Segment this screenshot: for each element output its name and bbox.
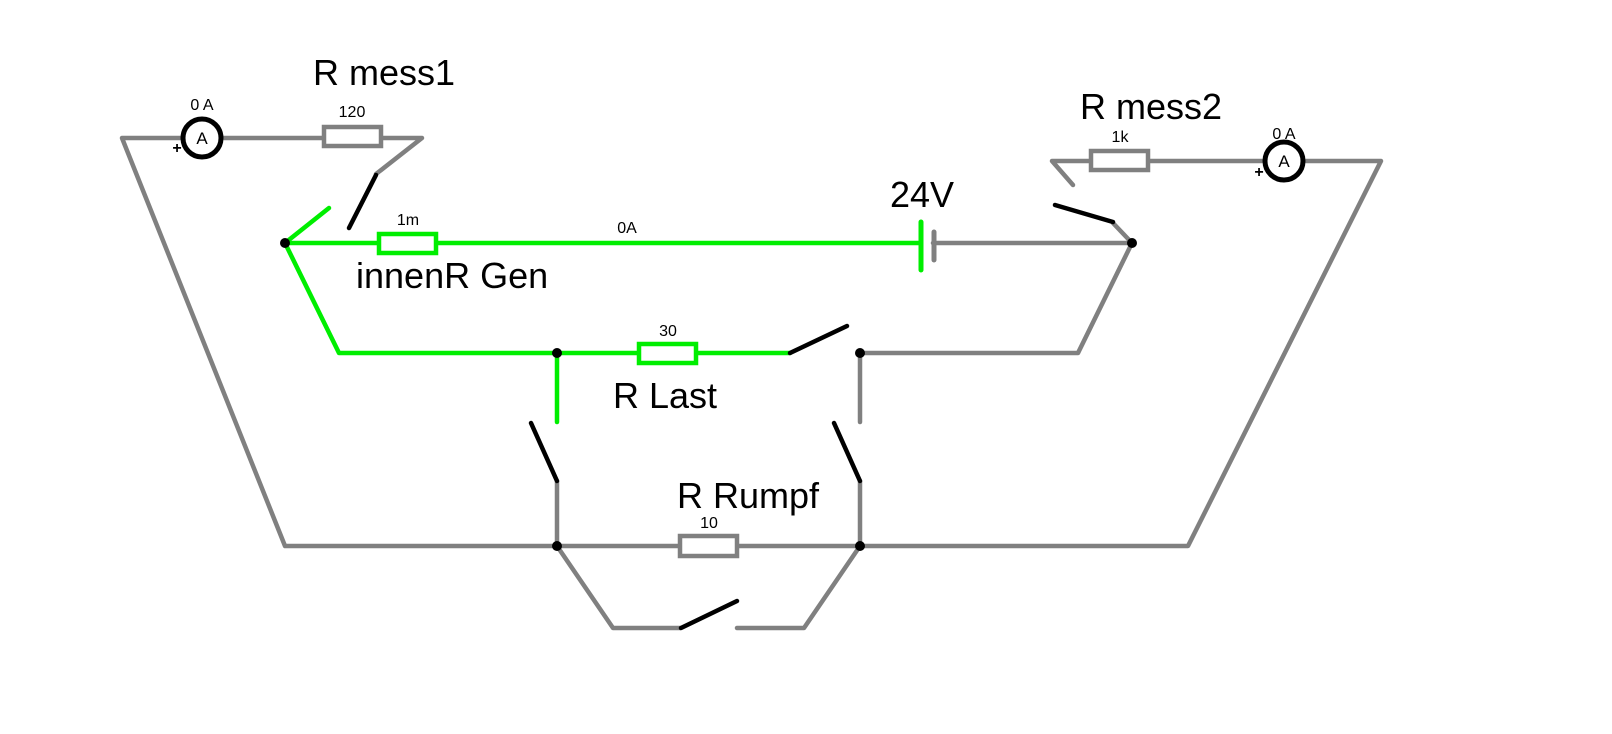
label-r-last: R Last <box>613 375 717 416</box>
label-r-mess1: R mess1 <box>313 52 455 93</box>
value-r-mess1: 120 <box>339 104 366 121</box>
wire-rmess2-stub <box>1049 158 1093 188</box>
wire-gen-select-stub <box>282 205 332 246</box>
ammeter-1[interactable]: A + 0 A <box>172 97 224 160</box>
wire-outer-right <box>857 158 1384 549</box>
switch-mess1[interactable] <box>346 172 379 231</box>
battery-24v[interactable] <box>918 219 937 273</box>
ammeter-1-symbol: A <box>196 129 208 148</box>
ammeter-2-symbol: A <box>1278 152 1290 171</box>
junction-node <box>280 238 290 248</box>
label-battery: 24V <box>890 174 954 215</box>
wire-outer-left <box>119 135 559 549</box>
junction-node <box>1127 238 1137 248</box>
ammeter-1-reading: 0 A <box>190 97 213 114</box>
value-r-rumpf: 10 <box>700 515 718 532</box>
junction-node <box>855 348 865 358</box>
switch-rumpf-left[interactable] <box>528 420 560 484</box>
switch-rumpf-right[interactable] <box>831 420 863 484</box>
value-r-last: 30 <box>659 323 677 340</box>
value-r-mess2: 1k <box>1112 129 1130 146</box>
junction-node <box>552 348 562 358</box>
resistor-r-mess1[interactable] <box>321 124 384 149</box>
resistor-r-mess2[interactable] <box>1088 148 1151 173</box>
value-innen-r: 1m <box>397 212 419 229</box>
switch-mess2[interactable] <box>1052 202 1116 225</box>
inactive-wires <box>119 135 1384 631</box>
wire-right-return <box>857 240 1135 356</box>
junction-nodes <box>280 238 1137 551</box>
label-r-mess2: R mess2 <box>1080 86 1222 127</box>
active-wires <box>282 205 924 425</box>
junction-node <box>855 541 865 551</box>
resistor-r-last[interactable] <box>636 341 699 366</box>
switch-bypass[interactable] <box>678 598 740 631</box>
wire-bypass-left <box>554 543 683 631</box>
current-innen-r: 0A <box>617 220 637 237</box>
wire-bypass-right <box>734 543 863 631</box>
ammeter-1-polarity: + <box>172 140 181 157</box>
ammeter-2-ring <box>1262 139 1306 183</box>
label-r-rumpf: R Rumpf <box>677 475 820 516</box>
ammeter-1-ring <box>180 116 224 160</box>
resistor-r-rumpf[interactable] <box>677 533 740 559</box>
ammeter-2-reading: 0 A <box>1272 126 1295 143</box>
label-innen-r: innenR Gen <box>356 255 548 296</box>
switch-last[interactable] <box>787 323 850 356</box>
resistor-innen-r[interactable] <box>376 231 439 256</box>
junction-node <box>552 541 562 551</box>
ammeter-2-polarity: + <box>1254 164 1263 181</box>
wire-rmess1-switch <box>373 135 425 177</box>
ammeter-2[interactable]: A + 0 A <box>1254 126 1306 183</box>
wire-junction-rlast <box>282 240 642 356</box>
